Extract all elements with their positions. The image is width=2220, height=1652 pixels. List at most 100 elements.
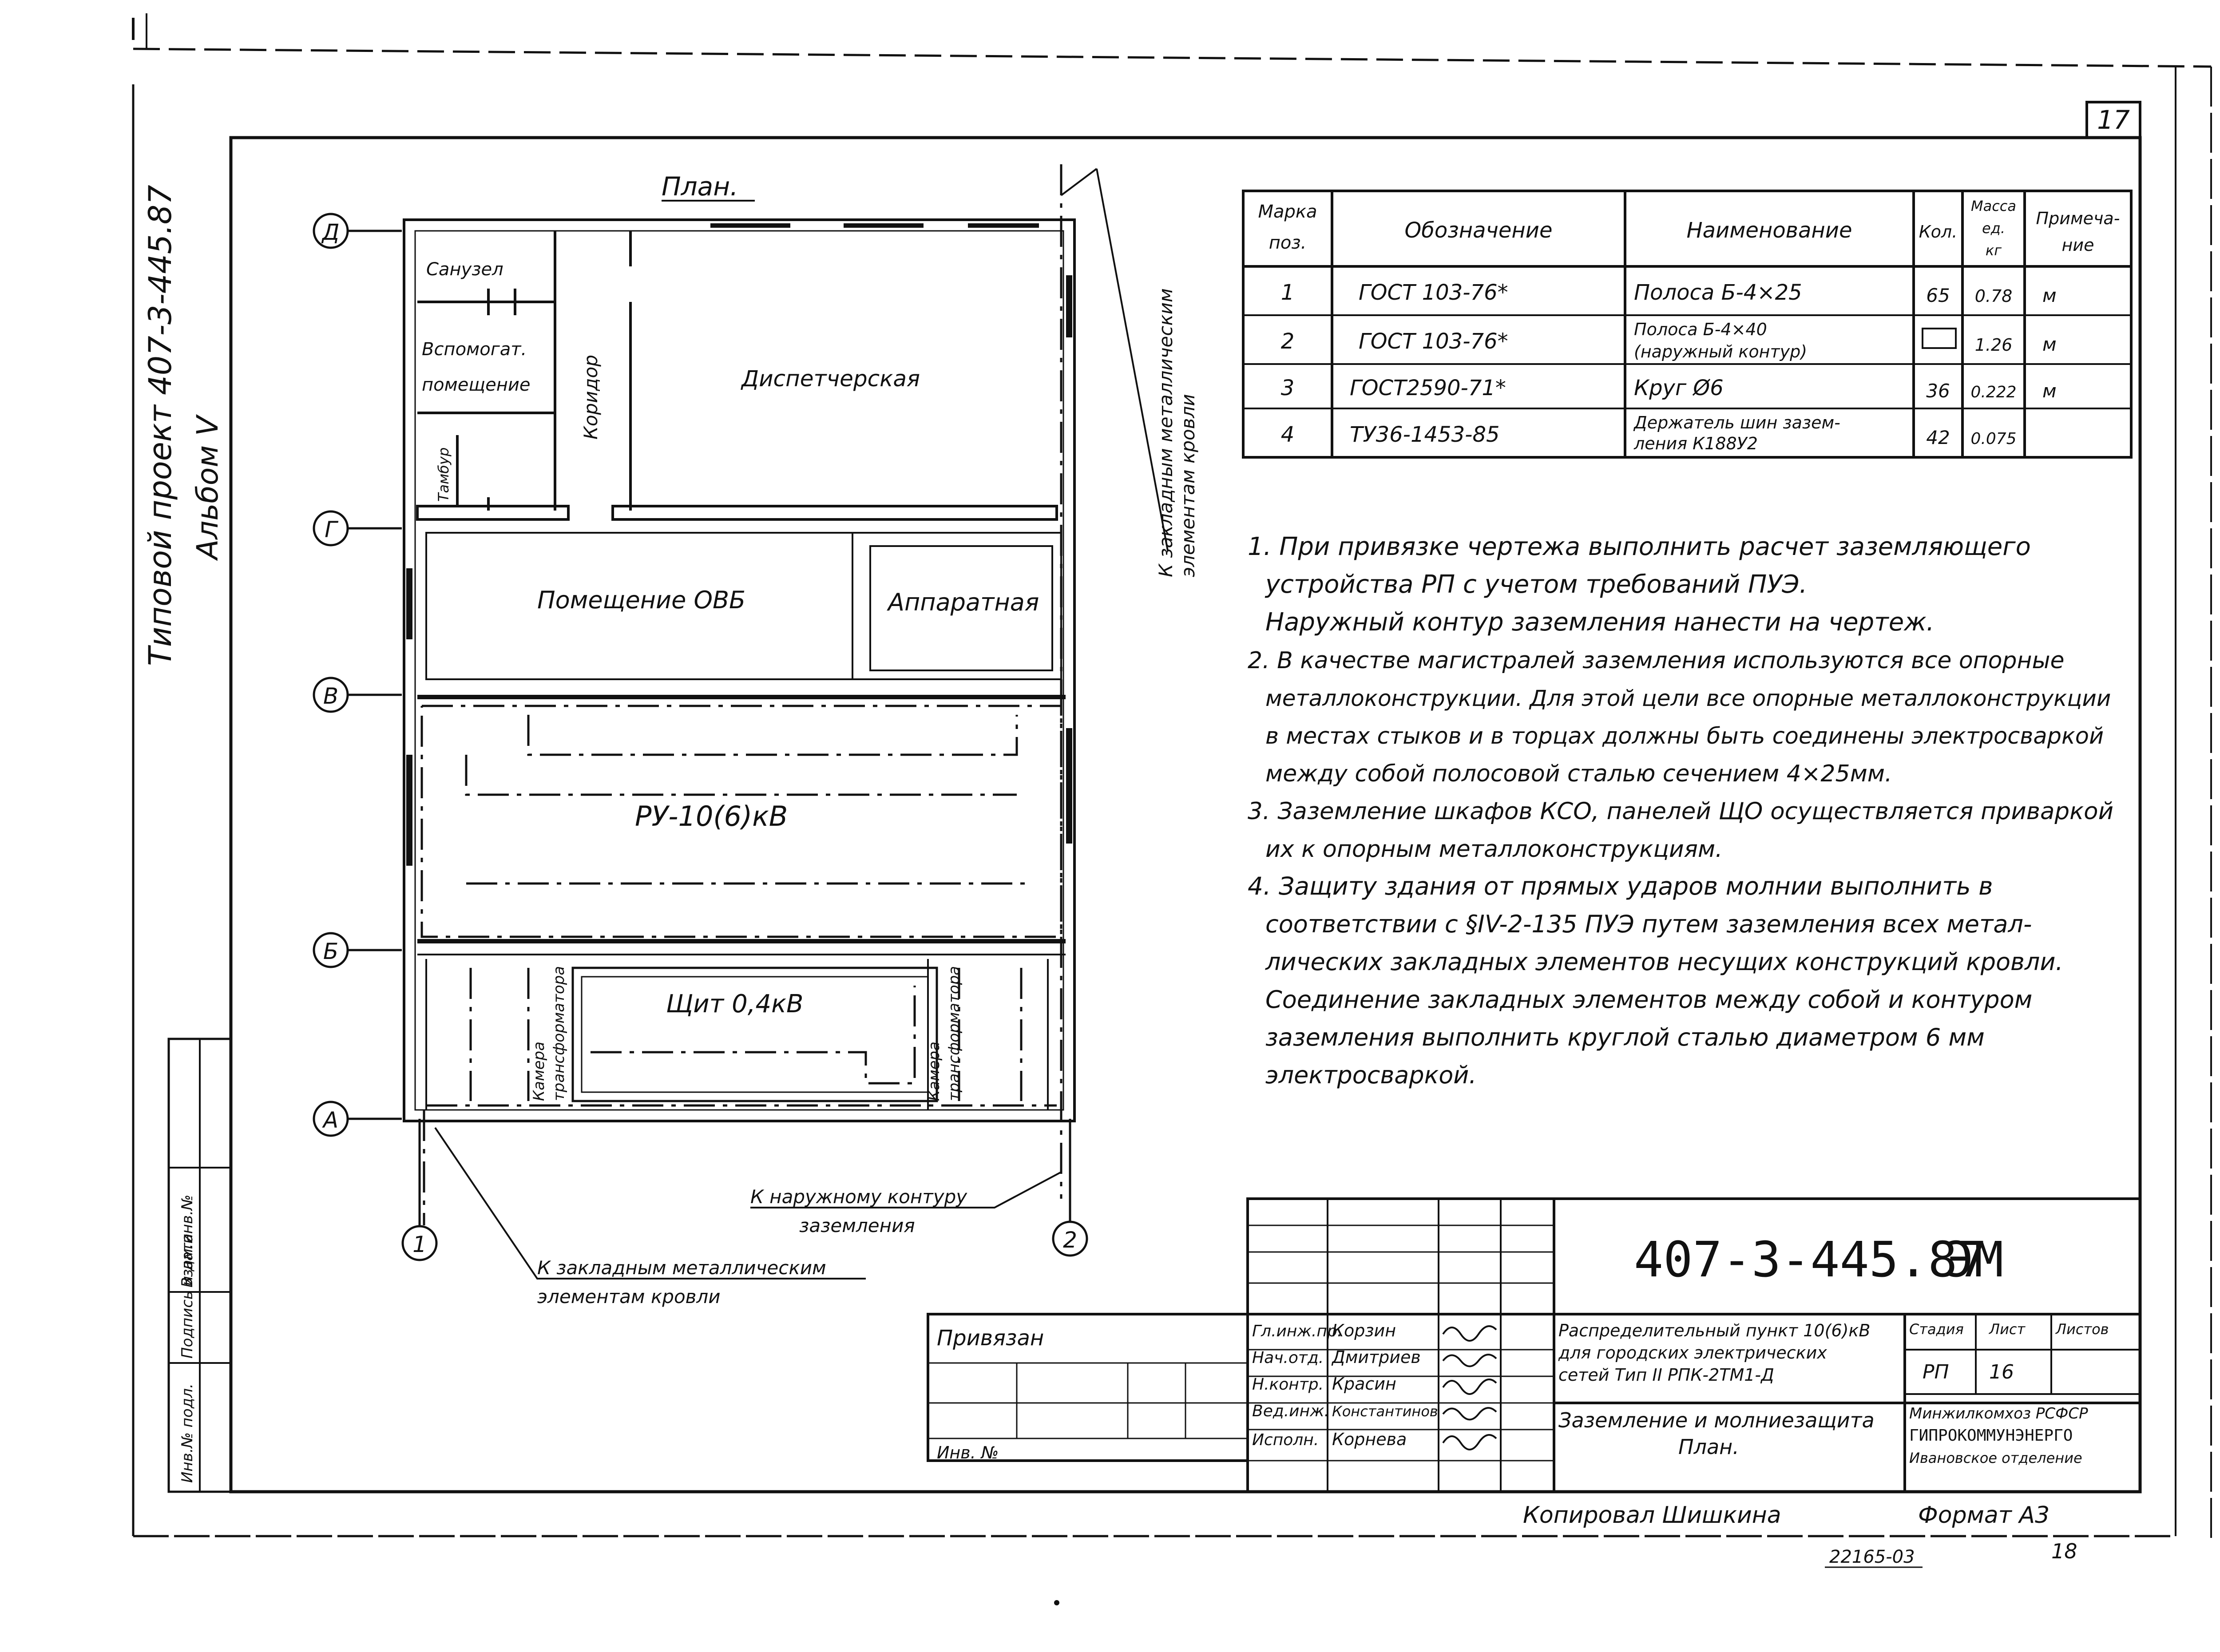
row4-massa: 0.075 (1970, 430, 2016, 448)
role-4: Вед.инж. (1252, 1402, 1329, 1420)
label-roof-right-1: К закладным металлическим (1155, 288, 1177, 577)
room-vspomog-1: Вспомогат. (422, 339, 527, 360)
row2-naim-1: Полоса Б-4×40 (1634, 320, 1767, 339)
label-roof-bottom-1: К закладным металлическим (537, 1257, 826, 1279)
axis-b: Б (323, 939, 338, 964)
row4-naim-2: ления К188У2 (1633, 434, 1758, 453)
room-pomeshchenie-ovb: Помещение ОВБ (537, 586, 745, 614)
note-line-10: 4. Защиту здания от прямых ударов молнии… (1248, 872, 1993, 900)
privyazan-label: Привязан (937, 1326, 1044, 1351)
name-1: Корзин (1332, 1321, 1396, 1340)
list-header: Лист (1989, 1321, 2026, 1338)
axis-1: 1 (412, 1232, 427, 1257)
room-kamera-1a: Камера (530, 1042, 548, 1101)
axis-a: А (322, 1107, 338, 1133)
role-5: Исполн. (1252, 1431, 1319, 1449)
room-koridor: Коридор (580, 355, 602, 440)
note-line-7: между собой полосовой сталью сечением 4×… (1265, 761, 1892, 787)
th-marka-1: Марка (1258, 202, 1317, 222)
stadia-header: Стадия (1909, 1321, 1964, 1338)
stamp-podpis-data: Подпись и дата (178, 1233, 196, 1359)
row3-naim: Круг Ø6 (1634, 376, 1724, 400)
room-kamera-2a: Камера (925, 1042, 943, 1101)
row2-oboz: ГОСТ 103-76* (1359, 329, 1508, 354)
floor-plan: План. (313, 164, 1199, 1307)
name-4: Константинов (1332, 1403, 1438, 1420)
page-number: 18 (2051, 1539, 2077, 1563)
th-prim-2: ние (2062, 235, 2094, 255)
order-number: 22165-03 (1829, 1547, 1915, 1567)
row2-pos: 2 (1281, 329, 1295, 354)
sheet-frame (132, 13, 2212, 1541)
row3-oboz: ГОСТ2590-71* (1350, 376, 1506, 400)
row1-kol: 65 (1926, 285, 1950, 306)
room-shchit-04kv: Щит 0,4кВ (666, 990, 803, 1018)
row3-massa: 0.222 (1970, 383, 2016, 401)
note-line-3: Наружный контур заземления нанести на че… (1265, 608, 1934, 637)
room-dispetcherskaya: Диспетчерская (741, 366, 920, 392)
axis-g: Г (325, 517, 339, 543)
th-naimenovanie: Наименование (1686, 218, 1852, 243)
room-ru-10kv: РУ-10(6)кВ (635, 800, 788, 832)
th-massa-1: Масса (1971, 198, 2016, 214)
note-line-12: лических закладных элементов несущих кон… (1265, 948, 2063, 976)
row2-naim-2: (наружный контур) (1634, 342, 1807, 361)
note-line-11: соответствии с §IV-2-135 ПУЭ путем зазем… (1265, 910, 2032, 938)
spec-table: Марка поз. Обозначение Наименование Кол.… (1242, 190, 2133, 459)
note-line-6: в местах стыков и в торцах должны быть с… (1265, 723, 2104, 749)
axis-v: В (323, 683, 338, 709)
name-5: Корнева (1332, 1430, 1407, 1449)
list-value: 16 (1989, 1361, 2014, 1383)
note-line-5: металлоконструкции. Для этой цели все оп… (1265, 685, 2111, 711)
row2-massa: 1.26 (1975, 335, 2013, 355)
org-1: Минжилкомхоз РСФСР (1909, 1405, 2088, 1422)
row1-oboz: ГОСТ 103-76* (1359, 280, 1508, 305)
note-line-14: заземления выполнить круглой сталью диам… (1265, 1023, 1985, 1051)
notes: 1. При привязке чертежа выполнить расчет… (1248, 532, 2113, 1089)
listov-header: Листов (2055, 1321, 2109, 1338)
th-oboznachenie: Обозначение (1404, 218, 1552, 243)
signatures (1442, 1325, 1497, 1450)
role-2: Нач.отд. (1252, 1349, 1324, 1367)
note-line-15: электросваркой. (1265, 1061, 1477, 1089)
row4-pos: 4 (1281, 422, 1295, 447)
doc-mark: ЭМ (1945, 1231, 2003, 1288)
stamp-vzam-inv: Взам.инв.№ (178, 1195, 196, 1288)
stamp-inv-podl: Инв.№ подл. (178, 1383, 196, 1483)
row1-pos: 1 (1281, 280, 1295, 305)
inv-label: Инв. № (937, 1443, 999, 1462)
doc-code: 407-3-445.87 (1634, 1231, 1987, 1288)
row4-kol: 42 (1926, 427, 1950, 448)
stadia-value: РП (1923, 1361, 1949, 1383)
label-outer-1: К наружному контуру (750, 1186, 967, 1208)
sheet-number: 17 (2097, 105, 2130, 135)
th-prim-1: Примеча- (2036, 209, 2120, 228)
room-vspomog-2: помещение (422, 375, 530, 395)
th-marka-2: поз. (1269, 233, 1307, 253)
note-line-8: 3. Заземление шкафов КСО, панелей ЩО осу… (1248, 798, 2113, 825)
label-roof-right-2: элементам кровли (1177, 394, 1199, 577)
side-title-project: Типовой проект 407-3-445.87 (142, 185, 178, 666)
row3-kol: 36 (1926, 380, 1950, 402)
side-title-album: Альбом V (190, 414, 225, 561)
th-massa-3: кг (1986, 242, 2002, 259)
room-apparatnaya: Аппаратная (887, 588, 1039, 616)
plan-title: План. (662, 171, 738, 202)
th-massa-2: ед. (1982, 220, 2005, 237)
sheet-title-2: План. (1678, 1435, 1739, 1459)
row2-prim: м (2042, 333, 2057, 355)
name-2: Дмитриев (1331, 1347, 1421, 1367)
room-tambur: Тамбур (435, 448, 452, 502)
row1-naim: Полоса Б-4×25 (1634, 280, 1802, 305)
note-line-4: 2. В качестве магистралей заземления исп… (1248, 647, 2065, 674)
role-3: Н.контр. (1252, 1375, 1324, 1394)
row4-oboz: ТУ36-1453-85 (1350, 422, 1500, 447)
room-kamera-2b: трансформатора (945, 966, 963, 1101)
footer: Копировал Шишкина Формат А3 22165-03 18 (1054, 1502, 2077, 1605)
th-kol: Кол. (1919, 222, 1958, 242)
row4-naim-1: Держатель шин зазем- (1633, 413, 1840, 432)
axis-2: 2 (1063, 1227, 1077, 1253)
axis-d: Д (321, 219, 339, 245)
note-line-9: их к опорным металлоконструкциям. (1265, 836, 1723, 863)
